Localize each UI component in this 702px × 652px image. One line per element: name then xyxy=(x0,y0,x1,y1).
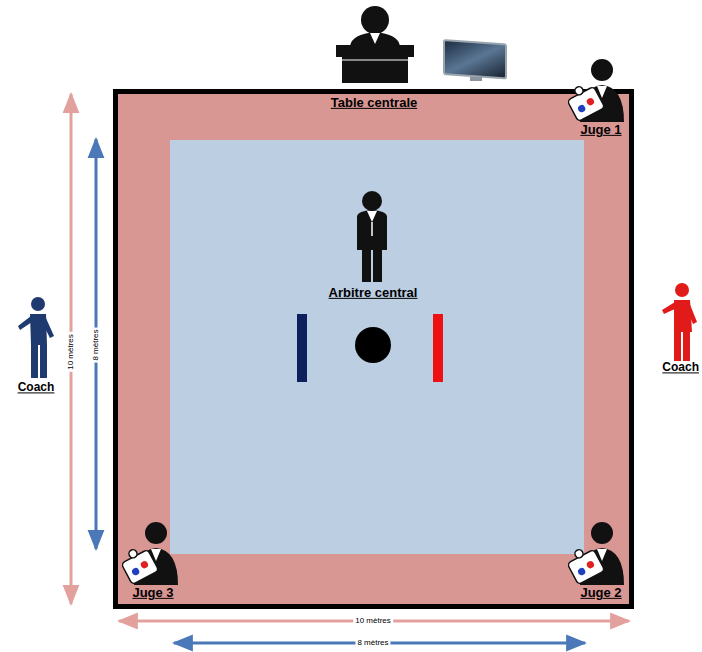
coach-figure xyxy=(662,283,697,361)
center-mark xyxy=(355,327,391,363)
monitor xyxy=(444,40,506,81)
dimension-line xyxy=(95,139,98,549)
dimension-label: 8 mètres xyxy=(355,639,390,648)
judge-icon xyxy=(564,59,624,122)
coach-label: Coach xyxy=(662,361,699,374)
dimension-label: 10 mètres xyxy=(353,617,393,626)
area-label: Juge 2 xyxy=(580,586,621,600)
coach-label: Coach xyxy=(18,381,55,394)
dimension-label: 10 mètres xyxy=(67,332,76,372)
dimension-line xyxy=(119,620,629,623)
red-marker xyxy=(433,314,443,382)
blue-marker xyxy=(297,314,307,382)
dimension-line xyxy=(174,642,585,645)
judge-icon xyxy=(564,522,624,585)
central-table xyxy=(336,6,414,83)
dimension-line xyxy=(70,94,73,604)
area-label: Table centrale xyxy=(331,96,417,110)
area-label: Juge 3 xyxy=(132,586,173,600)
coach-figure xyxy=(18,297,54,378)
area-label: Arbitre central xyxy=(329,286,418,300)
area-label: Juge 1 xyxy=(580,123,621,137)
dimension-label: 8 mètres xyxy=(92,327,101,362)
referee-figure xyxy=(357,191,387,282)
judge-icon xyxy=(118,522,178,585)
